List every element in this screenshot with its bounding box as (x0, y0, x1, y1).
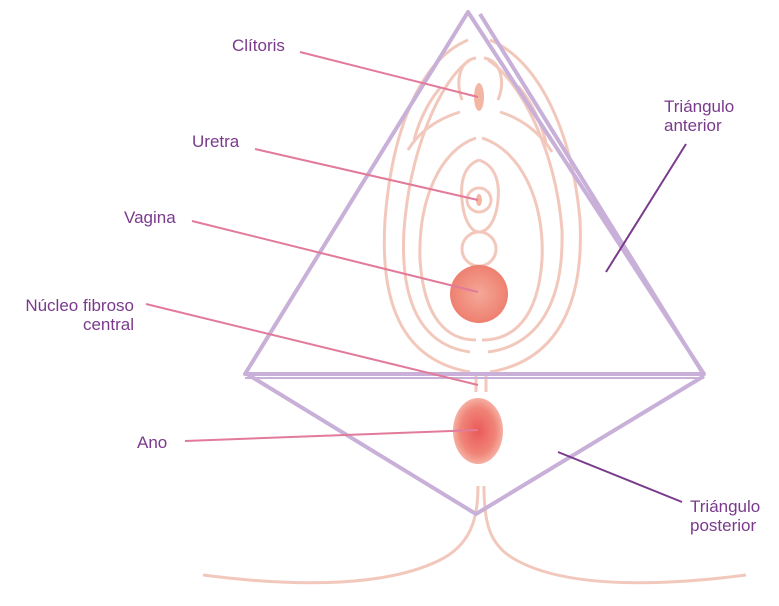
hymen-ring-outline (462, 232, 496, 266)
outer-labia-right-outline (490, 40, 580, 372)
triangulo-posterior-leader-line (558, 452, 682, 502)
uretra-leader-line (255, 149, 478, 200)
nucleo-fibroso-line1: Núcleo fibroso (6, 296, 134, 315)
nucleo-fibroso-line2: central (6, 315, 134, 334)
triangulo-anterior-line2: anterior (664, 116, 734, 135)
triangulo-posterior-label: Triángulo posterior (690, 497, 760, 535)
vagina-label: Vagina (124, 208, 176, 227)
clitoris-label: Clítoris (232, 36, 285, 55)
outer-labia-left-outline (384, 40, 470, 372)
triangulo-anterior-label: Triángulo anterior (664, 97, 734, 135)
perineal-body-outline (476, 374, 486, 392)
triangulo-posterior-line2: posterior (690, 516, 760, 535)
ano-label: Ano (137, 433, 167, 452)
triangulo-anterior-line1: Triángulo (664, 97, 734, 116)
clitoris-leader-line (300, 52, 478, 97)
vagina-shape (450, 265, 508, 323)
nucleo-fibroso-label: Núcleo fibroso central (6, 296, 134, 334)
uretra-label: Uretra (192, 132, 239, 151)
triangulo-posterior-line1: Triángulo (690, 497, 760, 516)
triangulo-anterior-leader-line (606, 144, 686, 272)
ano-leader-line (185, 430, 478, 441)
gluteal-left-outline (203, 486, 478, 583)
